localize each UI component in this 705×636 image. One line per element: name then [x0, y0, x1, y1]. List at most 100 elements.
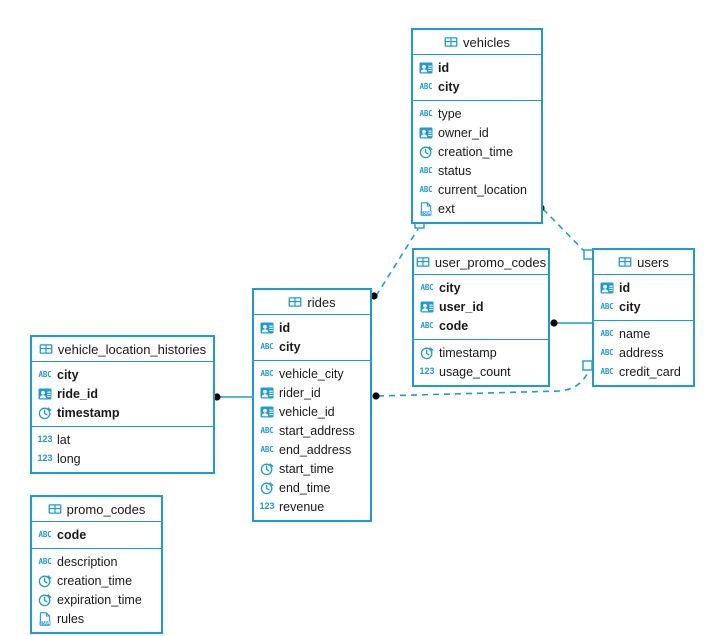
relationship-user-promo-codes-to-users[interactable] — [550, 319, 592, 327]
abc-icon: ABC — [260, 368, 274, 378]
field-label: start_time — [279, 461, 334, 476]
abc-icon: ABC — [419, 165, 433, 175]
abc-icon: ABC — [420, 282, 434, 292]
field-label: name — [619, 326, 651, 341]
field-label: timestamp — [57, 405, 120, 420]
field-row-city[interactable]: ABC city — [254, 337, 370, 356]
abc-icon: ABC — [260, 341, 274, 351]
clock-icon — [260, 481, 274, 495]
field-row-id[interactable]: id — [413, 58, 541, 77]
field-row-ride_id[interactable]: ride_id — [32, 384, 213, 403]
field-label: revenue — [279, 499, 325, 514]
field-label: creation_time — [57, 573, 133, 588]
table-icon — [39, 342, 53, 356]
table-icon — [618, 255, 632, 269]
relationship-rides-to-vehicle-location-histories[interactable] — [213, 393, 252, 401]
field-row-start_time[interactable]: start_time — [254, 459, 370, 478]
field-row-address[interactable]: ABC address — [594, 343, 693, 362]
clock-icon — [38, 593, 52, 607]
field-row-owner_id[interactable]: owner_id — [413, 123, 541, 142]
key-id-icon — [600, 281, 614, 295]
field-row-creation_time[interactable]: creation_time — [32, 571, 161, 590]
field-row-timestamp[interactable]: timestamp — [32, 403, 213, 422]
table-header-promo_codes[interactable]: promo_codes — [32, 497, 161, 522]
field-label: city — [279, 339, 301, 354]
field-row-id[interactable]: id — [594, 278, 693, 297]
field-row-city[interactable]: ABC city — [413, 77, 541, 96]
table-header-vehicle_location_histories[interactable]: vehicle_location_histories — [32, 337, 213, 362]
json-icon: JSON — [419, 201, 433, 216]
abc-icon: ABC — [419, 81, 433, 91]
field-label: id — [619, 280, 631, 295]
field-row-rider_id[interactable]: rider_id — [254, 383, 370, 402]
field-label: expiration_time — [57, 592, 142, 607]
table-icon — [48, 502, 62, 516]
table-header-user_promo_codes[interactable]: user_promo_codes — [414, 250, 548, 275]
field-row-name[interactable]: ABC name — [594, 324, 693, 343]
field-label: address — [619, 345, 664, 360]
field-row-timestamp[interactable]: timestamp — [414, 343, 548, 362]
abc-icon: ABC — [600, 328, 614, 338]
table-icon — [444, 35, 458, 49]
svg-text:JSON: JSON — [421, 210, 431, 215]
field-row-end_time[interactable]: end_time — [254, 478, 370, 497]
field-row-creation_time[interactable]: creation_time — [413, 142, 541, 161]
number-icon: 123 — [419, 366, 435, 376]
field-label: start_address — [279, 423, 355, 438]
endpoint-open-square — [582, 360, 593, 371]
field-row-id[interactable]: id — [254, 318, 370, 337]
field-row-expiration_time[interactable]: expiration_time — [32, 590, 161, 609]
field-label: code — [439, 318, 469, 333]
endpoint-dot — [372, 392, 380, 400]
table-header-vehicles[interactable]: vehicles — [413, 30, 541, 55]
field-label: rider_id — [279, 385, 321, 400]
number-icon: 123 — [259, 501, 275, 511]
clock-icon — [38, 406, 52, 420]
key-id-icon — [38, 387, 52, 401]
field-row-vehicle_id[interactable]: vehicle_id — [254, 402, 370, 421]
table-header-users[interactable]: users — [594, 250, 693, 275]
abc-icon: ABC — [419, 108, 433, 118]
field-label: ride_id — [57, 386, 98, 401]
relationship-rides-to-users[interactable] — [372, 360, 593, 400]
table-title: user_promo_codes — [434, 254, 547, 270]
field-row-user_id[interactable]: user_id — [414, 297, 548, 316]
table-title: vehicles — [463, 34, 510, 50]
field-row-revenue[interactable]: 123 revenue — [254, 497, 370, 516]
field-label: city — [438, 79, 460, 94]
key-id-icon — [260, 321, 274, 335]
endpoint-dot — [550, 319, 558, 327]
abc-icon: ABC — [600, 347, 614, 357]
table-header-rides[interactable]: rides — [254, 290, 370, 315]
